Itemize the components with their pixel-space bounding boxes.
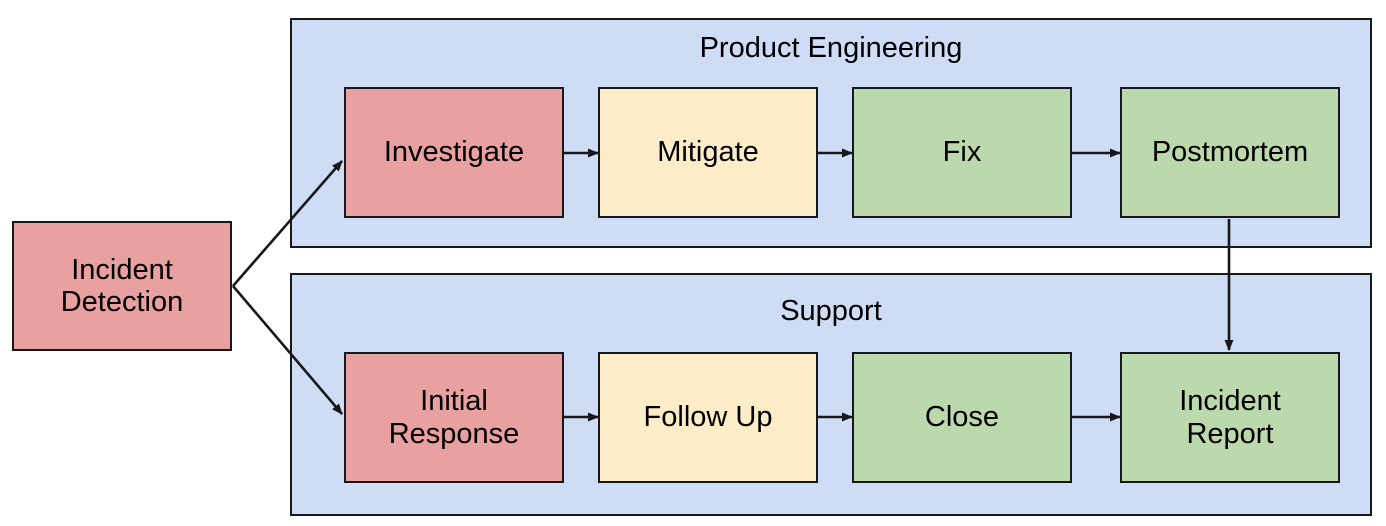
node-close[interactable]: Close	[852, 352, 1072, 483]
node-incident-detection[interactable]: Incident Detection	[12, 221, 232, 351]
node-fix[interactable]: Fix	[852, 87, 1072, 218]
node-mitigate-label: Mitigate	[657, 136, 759, 169]
node-incident-report[interactable]: Incident Report	[1120, 352, 1340, 483]
node-initial-response[interactable]: Initial Response	[344, 352, 564, 483]
lane-product-engineering-title: Product Engineering	[699, 32, 963, 64]
node-incident-report-line2: Report	[1186, 417, 1274, 450]
node-follow-up-label: Follow Up	[643, 401, 773, 434]
node-postmortem-label: Postmortem	[1151, 136, 1309, 169]
node-fix-label: Fix	[942, 136, 982, 169]
lane-support-title: Support	[780, 295, 882, 327]
node-close-label: Close	[924, 401, 1000, 434]
node-initial-response-line2: Response	[388, 417, 520, 450]
node-investigate-label: Investigate	[383, 136, 525, 169]
node-follow-up[interactable]: Follow Up	[598, 352, 818, 483]
node-mitigate[interactable]: Mitigate	[598, 87, 818, 218]
node-postmortem[interactable]: Postmortem	[1120, 87, 1340, 218]
node-initial-response-line1: Initial	[420, 385, 488, 418]
node-investigate[interactable]: Investigate	[344, 87, 564, 218]
node-incident-detection-line1: Incident	[71, 253, 173, 286]
node-incident-report-line1: Incident	[1179, 385, 1281, 418]
node-incident-detection-line2: Detection	[60, 286, 184, 318]
